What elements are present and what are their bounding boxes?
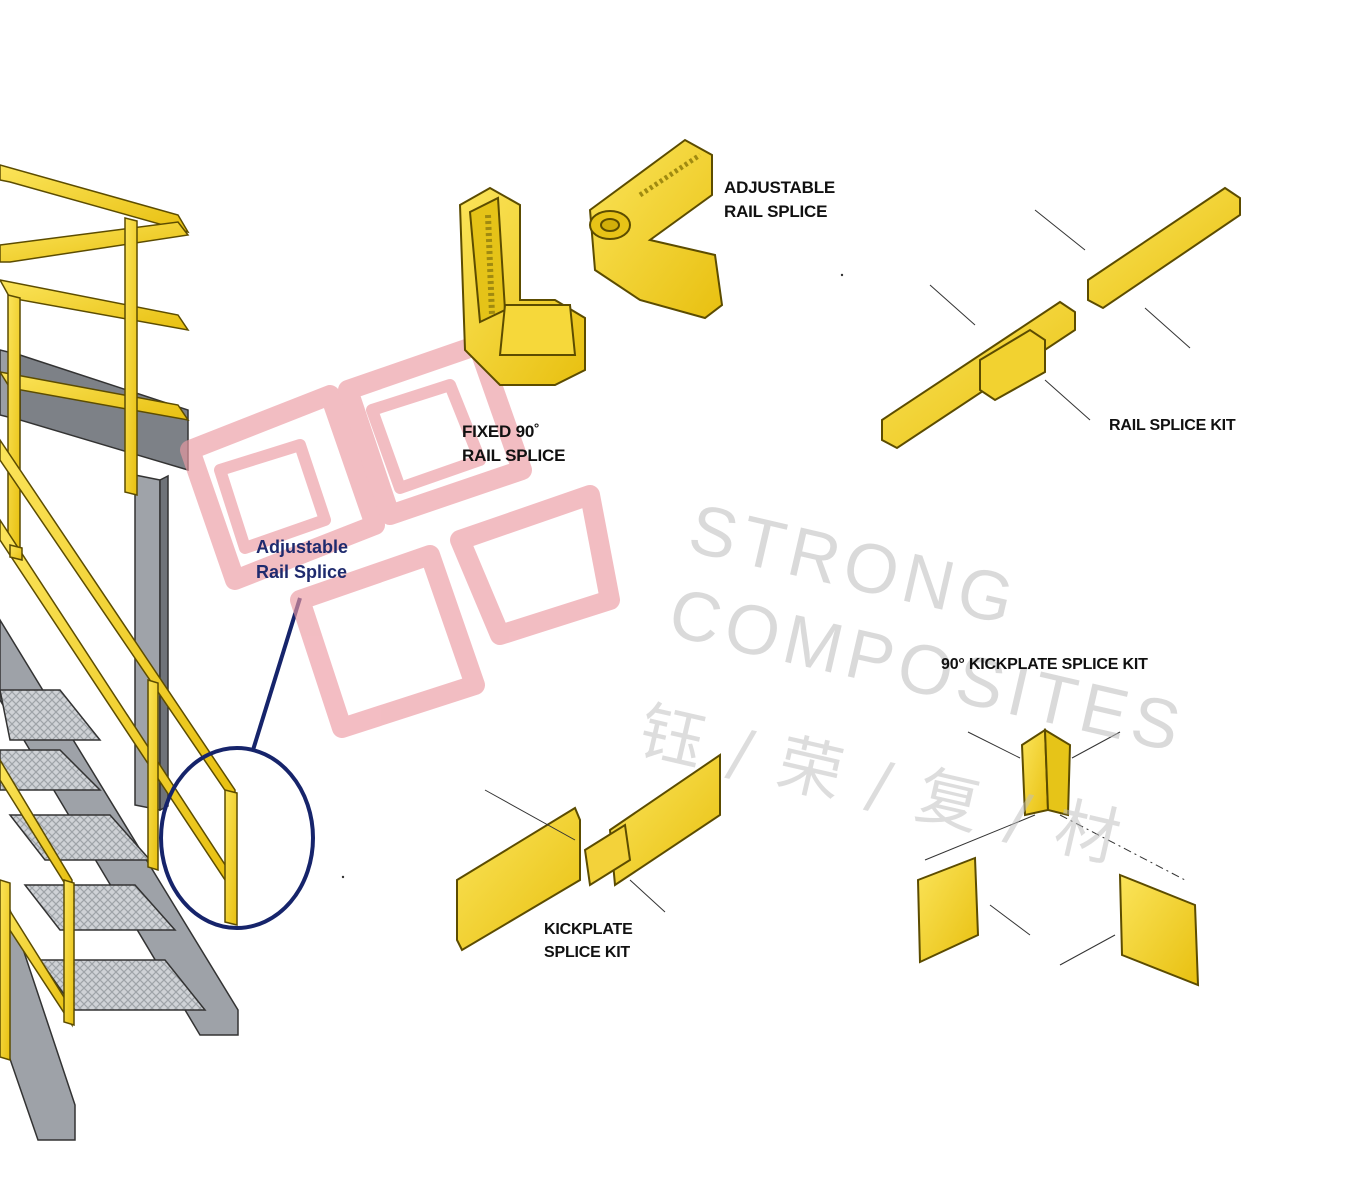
kickplate-90-splice-kit-illustration [916, 728, 1200, 987]
adjustable-rail-splice-label: ADJUSTABLE RAIL SPLICE [724, 176, 835, 224]
callout-line1: Adjustable [256, 537, 349, 557]
kickplate-splice-kit-label: KICKPLATE SPLICE KIT [544, 918, 633, 964]
frp-handrail [0, 164, 238, 1062]
kickplate-splice-kit-label-line2: SPLICE KIT [544, 944, 631, 961]
fixed-90-rail-splice-label-line2: RAIL SPLICE [462, 446, 566, 465]
fixed-90-rail-splice-label: FIXED 90˚ RAIL SPLICE [462, 420, 565, 468]
fixed-90-rail-splice-illustration [458, 186, 586, 386]
kickplate-splice-kit-label-line1: KICKPLATE [544, 921, 633, 938]
kickplate-90-splice-kit-label: 90° KICKPLATE SPLICE KIT [941, 656, 1148, 673]
fixed-90-rail-splice-label-line1: FIXED 90˚ [462, 422, 540, 441]
adjustable-rail-splice-illustration [588, 138, 724, 320]
adjustable-rail-splice-label-line2: RAIL SPLICE [724, 202, 828, 221]
company-logo-watermark [180, 335, 620, 738]
kickplate-splice-kit-illustration [456, 753, 721, 952]
adjustable-splice-callout-marker [159, 597, 315, 930]
callout-line2: Rail Splice [256, 562, 348, 582]
rail-splice-kit-label: RAIL SPLICE KIT [1109, 417, 1236, 434]
stair-treads [0, 689, 207, 1011]
rail-splice-kit-illustration [881, 186, 1241, 450]
adjustable-rail-splice-label-line1: ADJUSTABLE [724, 178, 836, 197]
stair-platform-illustration [0, 164, 315, 1141]
adjustable-rail-splice-callout: Adjustable Rail Splice [256, 535, 348, 585]
